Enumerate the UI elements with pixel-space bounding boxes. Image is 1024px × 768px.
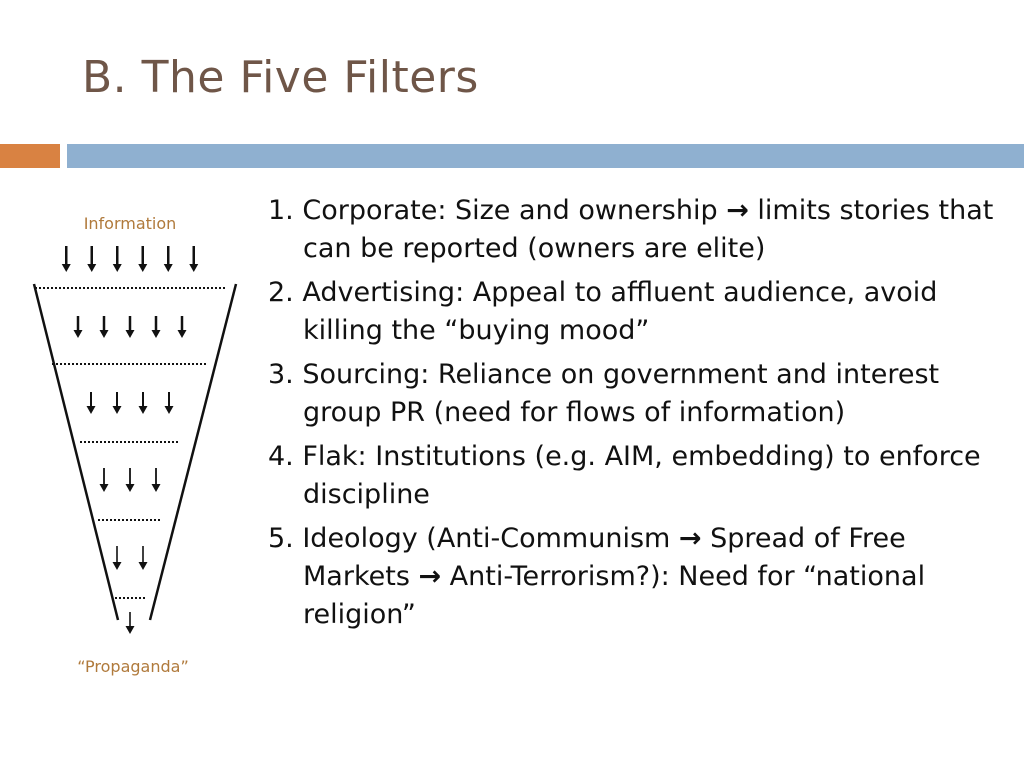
right-arrow-icon: → [418,561,442,592]
down-arrow-head [73,330,83,338]
down-arrow-head [86,406,96,414]
filter-text: limits stories that can be reported (own… [303,195,994,264]
right-arrow-icon: → [726,195,749,226]
down-arrow-head [125,330,135,338]
funnel-bottom-label: “Propaganda” [77,657,189,676]
filter-text: Anti-Terrorism?): Need for “national rel… [303,561,926,630]
accent-bar-blue [67,144,1024,168]
funnel-body [32,246,238,634]
down-arrow-head [112,562,122,570]
down-arrow-head [99,330,109,338]
down-arrow-head [163,264,173,272]
down-arrow-head [151,330,161,338]
filter-text: 3. Sourcing: Reliance on government and … [268,359,940,428]
down-arrow-head [112,264,122,272]
filter-text: 4. Flak: Institutions (e.g. AIM, embeddi… [268,441,981,510]
down-arrow-head [189,264,199,272]
down-arrow-head [112,406,122,414]
down-arrow-head [151,484,161,492]
down-arrow-head [125,484,135,492]
down-arrow-head [177,330,187,338]
down-arrow-head [138,264,148,272]
filter-item-3: 3. Sourcing: Reliance on government and … [268,356,1008,432]
filter-text: 5. Ideology (Anti-Communism [268,523,679,554]
down-arrow-head [99,484,109,492]
down-arrow-head [87,264,97,272]
filter-text: 1. Corporate: Size and ownership [268,195,727,226]
filter-item-5: 5. Ideology (Anti-Communism → Spread of … [268,520,1008,634]
down-arrow-head [138,406,148,414]
down-arrow-head [125,626,135,634]
down-arrow-head [61,264,71,272]
down-arrow-head [138,562,148,570]
right-arrow-icon: → [678,523,702,554]
funnel-left-wall [32,283,120,621]
funnel-right-wall [148,283,238,621]
filter-item-1: 1. Corporate: Size and ownership → limit… [268,192,1008,268]
funnel-top-label: Information [84,214,177,233]
filter-text: Spread of Free Markets [303,523,906,592]
down-arrow-head [164,406,174,414]
filters-list: 1. Corporate: Size and ownership → limit… [268,192,1008,640]
filter-item-2: 2. Advertising: Appeal to affluent audie… [268,274,1008,350]
filter-text: 2. Advertising: Appeal to affluent audie… [268,277,938,346]
filter-item-4: 4. Flak: Institutions (e.g. AIM, embeddi… [268,438,1008,514]
accent-bar-orange [0,144,60,168]
filter-funnel-diagram: Information “Propaganda” [32,214,238,676]
slide-title: B. The Five Filters [82,52,479,103]
